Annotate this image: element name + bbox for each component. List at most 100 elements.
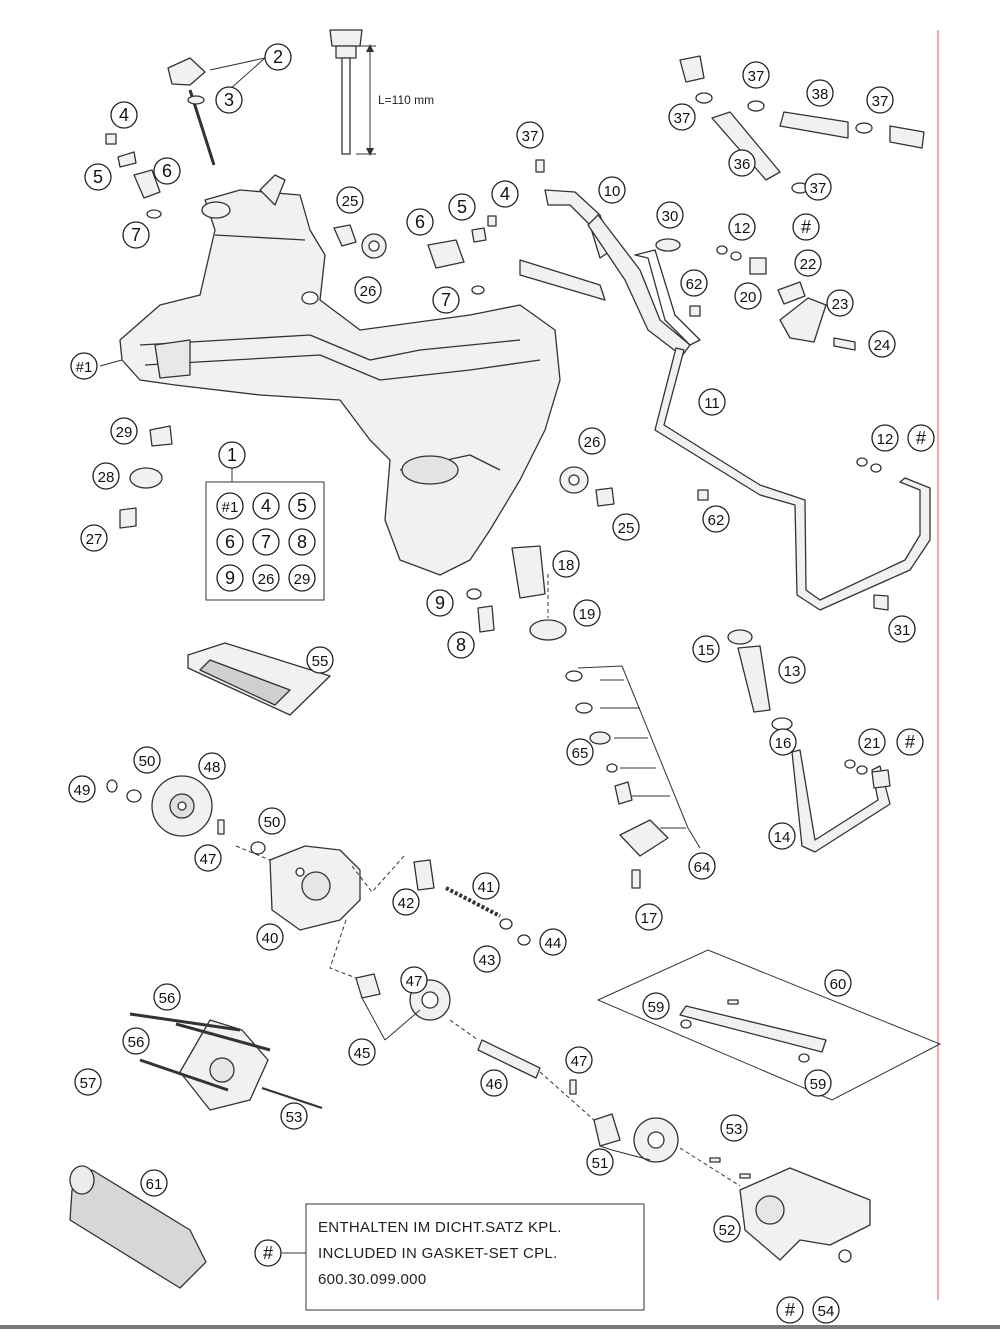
callout-24: 24 bbox=[868, 330, 896, 358]
callout-41: 41 bbox=[472, 872, 500, 900]
callout-22: 22 bbox=[794, 249, 822, 277]
svg-text:40: 40 bbox=[262, 930, 279, 947]
kit-item-6: 6 bbox=[216, 528, 244, 556]
callout-61: 61 bbox=[140, 1169, 168, 1197]
svg-text:36: 36 bbox=[734, 156, 751, 173]
callout-26: 26 bbox=[578, 427, 606, 455]
svg-text:62: 62 bbox=[686, 276, 703, 293]
callout-4: 4 bbox=[491, 180, 519, 208]
svg-text:#1: #1 bbox=[222, 499, 239, 516]
svg-text:60: 60 bbox=[830, 976, 847, 993]
callout-40: 40 bbox=[256, 923, 284, 951]
svg-text:57: 57 bbox=[80, 1075, 97, 1092]
kit-item-5: 5 bbox=[288, 492, 316, 520]
svg-text:5: 5 bbox=[93, 167, 103, 187]
svg-text:56: 56 bbox=[128, 1034, 145, 1051]
svg-text:49: 49 bbox=[74, 782, 91, 799]
callout-50: 50 bbox=[133, 746, 161, 774]
svg-text:37: 37 bbox=[674, 110, 691, 127]
svg-text:9: 9 bbox=[435, 593, 445, 613]
callout-65: 65 bbox=[566, 738, 594, 766]
callout-7: 7 bbox=[432, 286, 460, 314]
kit-item-4: 4 bbox=[252, 492, 280, 520]
svg-text:59: 59 bbox=[648, 999, 665, 1016]
parts-art bbox=[69, 29, 931, 1289]
callout-25: 25 bbox=[336, 186, 364, 214]
oil-tank-frame bbox=[119, 189, 561, 576]
svg-text:24: 24 bbox=[874, 337, 891, 354]
callout-31: 31 bbox=[888, 615, 916, 643]
callout-52: 52 bbox=[713, 1215, 741, 1243]
callout-2: 2 bbox=[264, 43, 292, 71]
callout-64: 64 bbox=[688, 852, 716, 880]
callout-13: 13 bbox=[778, 656, 806, 684]
callout-48: 48 bbox=[198, 752, 226, 780]
svg-text:17: 17 bbox=[641, 910, 658, 927]
svg-text:#: # bbox=[785, 1300, 795, 1320]
svg-text:44: 44 bbox=[545, 935, 562, 952]
callout-37: 37 bbox=[742, 61, 770, 89]
kit-item-9: 9 bbox=[216, 564, 244, 592]
svg-text:#1: #1 bbox=[76, 359, 93, 376]
kit-item-hash-1: #1 bbox=[216, 492, 244, 520]
svg-text:37: 37 bbox=[810, 180, 827, 197]
svg-text:16: 16 bbox=[775, 735, 792, 752]
svg-text:52: 52 bbox=[719, 1222, 736, 1239]
svg-text:10: 10 bbox=[604, 183, 621, 200]
svg-text:31: 31 bbox=[894, 622, 911, 639]
callout-45: 45 bbox=[348, 1038, 376, 1066]
callout-23: 23 bbox=[826, 289, 854, 317]
callout-9: 9 bbox=[426, 589, 454, 617]
callout-56: 56 bbox=[153, 983, 181, 1011]
callout-hash: # bbox=[792, 213, 820, 241]
kit-box-label: 1 bbox=[218, 441, 246, 469]
svg-text:42: 42 bbox=[398, 895, 415, 912]
svg-text:12: 12 bbox=[877, 431, 894, 448]
dimension-label: L=110 mm bbox=[378, 93, 434, 107]
svg-text:55: 55 bbox=[312, 653, 329, 670]
svg-text:37: 37 bbox=[872, 93, 889, 110]
svg-text:28: 28 bbox=[98, 469, 115, 486]
callout-47: 47 bbox=[194, 844, 222, 872]
svg-text:27: 27 bbox=[86, 531, 103, 548]
callout-30: 30 bbox=[656, 201, 684, 229]
svg-text:30: 30 bbox=[662, 208, 679, 225]
filler-neck bbox=[201, 201, 231, 219]
svg-text:46: 46 bbox=[486, 1076, 503, 1093]
gasket-set-note: ENTHALTEN IM DICHT.SATZ KPL. INCLUDED IN… bbox=[305, 1203, 645, 1311]
callout-37: 37 bbox=[668, 103, 696, 131]
callout-18: 18 bbox=[552, 550, 580, 578]
svg-text:38: 38 bbox=[812, 86, 829, 103]
svg-text:6: 6 bbox=[415, 212, 425, 232]
svg-text:29: 29 bbox=[116, 424, 133, 441]
callout-hash: # bbox=[907, 424, 935, 452]
kit-item-7: 7 bbox=[252, 528, 280, 556]
svg-text:25: 25 bbox=[618, 520, 635, 537]
svg-text:50: 50 bbox=[139, 753, 156, 770]
oil-pipe-11 bbox=[654, 347, 931, 611]
kit-item-29: 29 bbox=[288, 564, 316, 592]
callout-hash-1: #1 bbox=[70, 352, 98, 380]
svg-text:48: 48 bbox=[204, 759, 221, 776]
svg-text:19: 19 bbox=[579, 606, 596, 623]
svg-text:7: 7 bbox=[261, 532, 271, 552]
callout-8: 8 bbox=[447, 631, 475, 659]
svg-text:65: 65 bbox=[572, 745, 589, 762]
callout-7: 7 bbox=[122, 221, 150, 249]
callout-29: 29 bbox=[110, 417, 138, 445]
callout-5: 5 bbox=[84, 163, 112, 191]
svg-text:37: 37 bbox=[522, 128, 539, 145]
svg-text:#: # bbox=[905, 732, 915, 752]
svg-text:37: 37 bbox=[748, 68, 765, 85]
svg-text:22: 22 bbox=[800, 256, 817, 273]
callout-21: 21 bbox=[858, 728, 886, 756]
svg-text:4: 4 bbox=[500, 184, 510, 204]
svg-text:4: 4 bbox=[261, 496, 271, 516]
svg-text:26: 26 bbox=[360, 283, 377, 300]
svg-text:61: 61 bbox=[146, 1176, 163, 1193]
callout-36: 36 bbox=[728, 149, 756, 177]
svg-text:7: 7 bbox=[131, 225, 141, 245]
callout-47: 47 bbox=[400, 966, 428, 994]
svg-text:6: 6 bbox=[162, 161, 172, 181]
